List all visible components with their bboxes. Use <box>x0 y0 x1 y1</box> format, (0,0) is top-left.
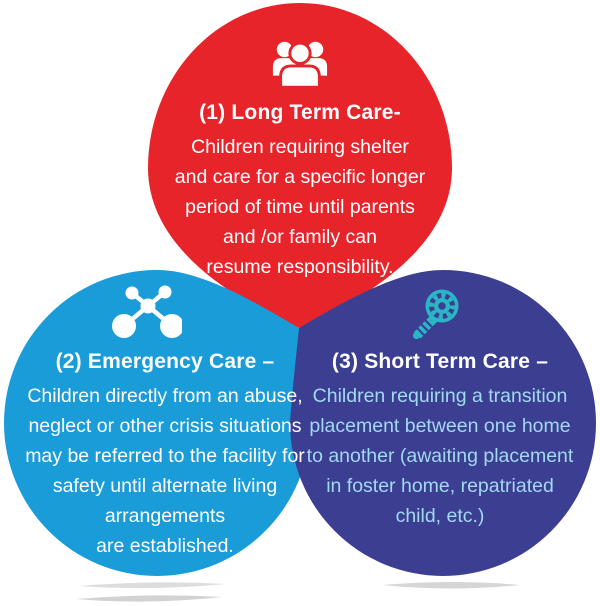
long-term-title: (1) Long Term Care- <box>199 101 401 124</box>
long-term-bubble-shape <box>148 3 452 328</box>
long-term-body: Children requiring shelter and care for … <box>174 136 426 278</box>
short-term-title: (3) Short Term Care – <box>331 350 549 373</box>
emergency-shadow-2 <box>76 595 222 602</box>
people-group-icon <box>272 41 328 89</box>
emergency-body: Children directly from an abuse, neglect… <box>25 385 305 557</box>
emergency-shadow-1 <box>78 582 226 589</box>
lightbulb-gear-icon <box>412 289 459 340</box>
short-term-bubble-shape <box>290 270 596 576</box>
emergency-text-block: (2) Emergency Care – Children directly f… <box>0 350 350 561</box>
long-term-text-block: (1) Long Term Care- Children requiring s… <box>100 101 500 282</box>
emergency-title: (2) Emergency Care – <box>55 350 275 373</box>
molecule-icon <box>112 285 182 338</box>
short-term-body: Children requiring a transition placemen… <box>306 385 574 527</box>
emergency-bubble-shape <box>4 270 310 576</box>
short-term-shadow <box>382 582 520 589</box>
short-term-text-block: (3) Short Term Care – Children requiring… <box>255 350 600 531</box>
